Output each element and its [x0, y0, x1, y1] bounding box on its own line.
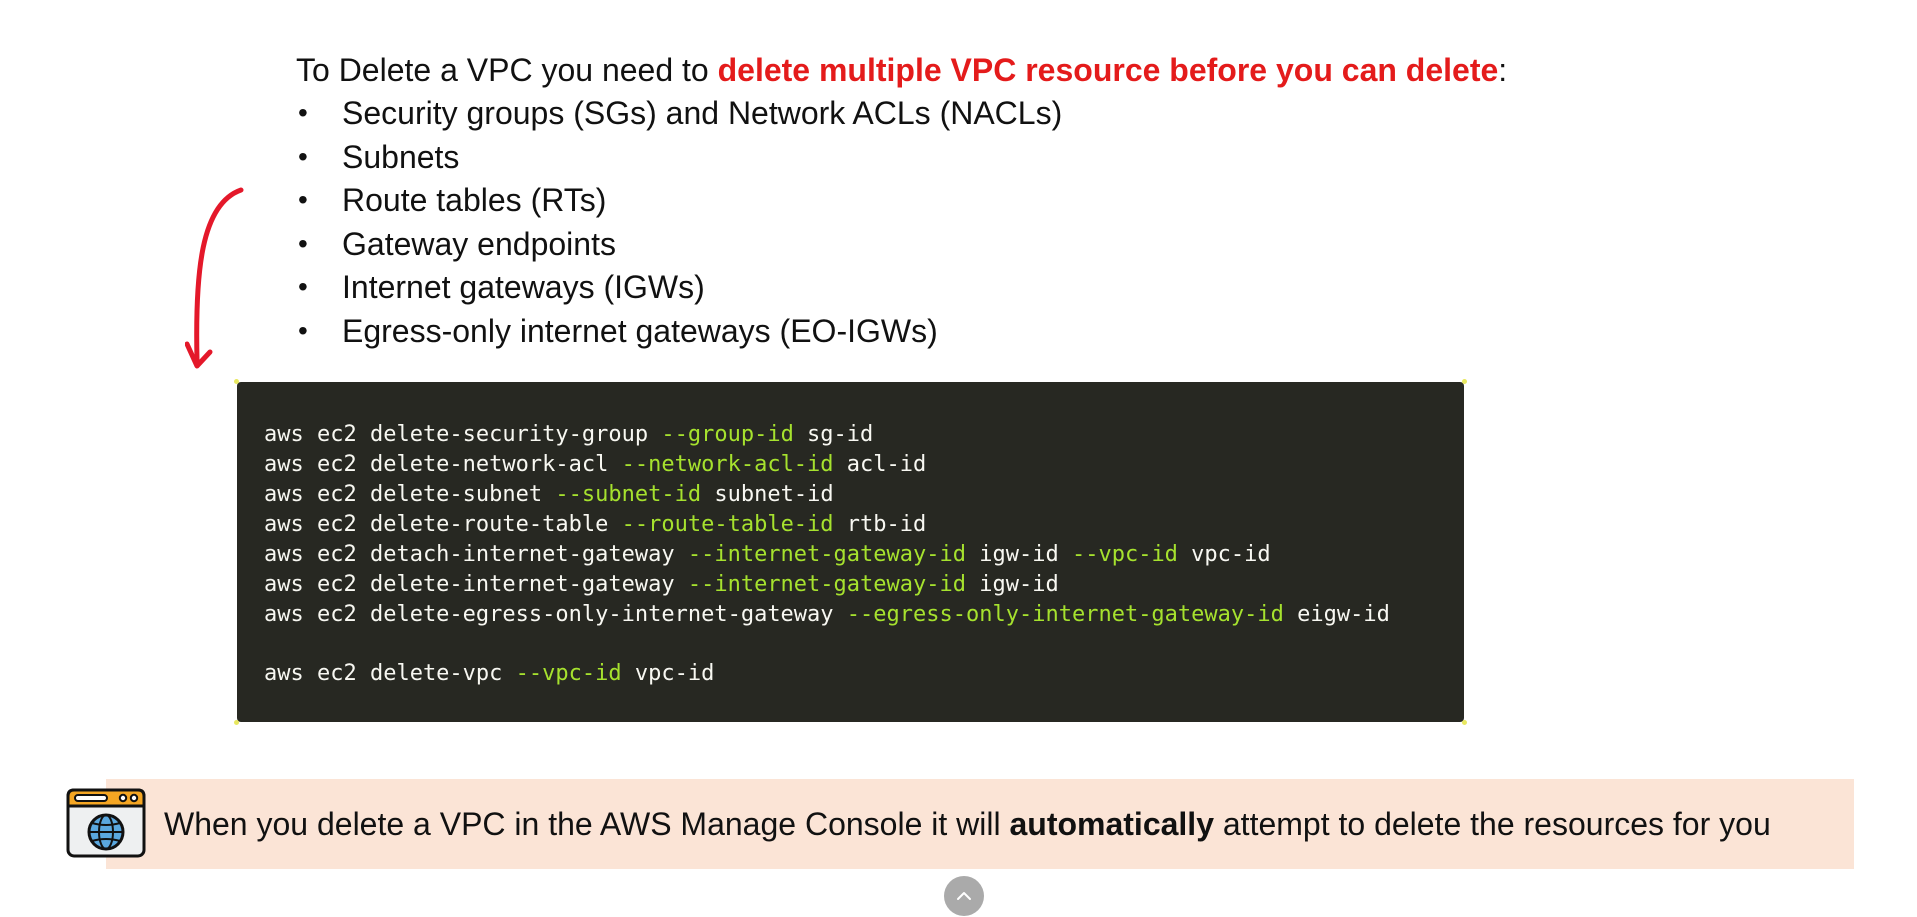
code-flag: --route-table-id — [621, 512, 834, 537]
code-flag: --internet-gateway-id — [687, 542, 966, 567]
code-block: aws ec2 delete-security-group --group-id… — [234, 379, 1467, 725]
intro-highlight: delete multiple VPC resource before you … — [717, 52, 1499, 88]
code-argument: subnet-id — [701, 482, 834, 507]
code-command: aws ec2 delete-security-group — [264, 422, 662, 447]
corner-handle — [234, 379, 239, 384]
code-line: aws ec2 delete-vpc --vpc-id vpc-id — [264, 659, 1464, 689]
bullet-icon: • — [298, 184, 308, 215]
code-command: aws ec2 delete-internet-gateway — [264, 572, 688, 597]
code-argument: rtb-id — [833, 512, 927, 537]
code-argument: eigw-id — [1283, 602, 1390, 627]
bullet-icon: • — [298, 140, 308, 172]
list-item-label: Internet gateways (IGWs) — [342, 269, 705, 305]
code-argument: acl-id — [833, 452, 927, 477]
callout-bold: automatically — [1009, 806, 1214, 842]
resource-list: • Security groups (SGs) and Network ACLs … — [296, 92, 1062, 353]
intro-suffix: : — [1498, 52, 1508, 88]
code-flag: --network-acl-id — [621, 452, 834, 477]
browser-globe-icon — [66, 788, 146, 858]
code-argument: vpc-id — [1177, 542, 1271, 567]
code-command: aws ec2 delete-egress-only-internet-gate… — [264, 602, 847, 627]
bullet-icon: • — [298, 314, 308, 346]
list-item: • Route tables (RTs) — [296, 179, 1062, 223]
code-argument: igw-id — [966, 542, 1072, 567]
intro-heading: To Delete a VPC you need to delete multi… — [296, 50, 1507, 90]
code-flag: --group-id — [661, 422, 794, 447]
code-line: aws ec2 delete-egress-only-internet-gate… — [264, 600, 1464, 630]
code-argument: sg-id — [793, 422, 874, 447]
list-item-label: Security groups (SGs) and Network ACLs (… — [342, 95, 1063, 131]
code-line: aws ec2 delete-internet-gateway --intern… — [264, 570, 1464, 600]
code-flag: --vpc-id — [515, 661, 622, 686]
bullet-icon: • — [298, 271, 308, 302]
code-line: aws ec2 delete-security-group --group-id… — [264, 420, 1464, 450]
list-item-label: Gateway endpoints — [342, 225, 616, 262]
callout-text: When you delete a VPC in the AWS Manage … — [164, 779, 1771, 869]
list-item: • Egress-only internet gateways (EO-IGWs) — [296, 310, 1062, 354]
callout-suffix: attempt to delete the resources for you — [1213, 806, 1771, 842]
code-command: aws ec2 delete-route-table — [264, 512, 622, 537]
corner-handle — [234, 720, 239, 725]
curved-arrow-icon — [185, 187, 244, 369]
code-command: aws ec2 delete-vpc — [264, 661, 516, 686]
code-flag: --internet-gateway-id — [687, 572, 966, 597]
list-item-label: Route tables (RTs) — [342, 182, 607, 218]
code-command: aws ec2 delete-subnet — [264, 482, 556, 507]
intro-prefix: To Delete a VPC you need to — [296, 52, 718, 88]
bullet-icon: • — [298, 97, 308, 128]
list-item-label: Subnets — [342, 138, 460, 175]
callout-prefix: When you delete a VPC in the AWS Manage … — [164, 806, 1010, 842]
code-flag: --egress-only-internet-gateway-id — [846, 602, 1284, 627]
scroll-to-top-button[interactable] — [944, 876, 984, 916]
code-line: aws ec2 delete-subnet --subnet-id subnet… — [264, 480, 1464, 510]
code-line: aws ec2 delete-route-table --route-table… — [264, 510, 1464, 540]
code-flag: --subnet-id — [555, 482, 702, 507]
code-command: aws ec2 detach-internet-gateway — [264, 542, 688, 567]
code-argument: vpc-id — [621, 661, 715, 686]
code-argument: igw-id — [966, 572, 1059, 597]
code-line: aws ec2 detach-internet-gateway --intern… — [264, 540, 1464, 570]
code-line: aws ec2 delete-network-acl --network-acl… — [264, 450, 1464, 480]
list-item: • Internet gateways (IGWs) — [296, 266, 1062, 310]
corner-handle — [1462, 379, 1467, 384]
code-command: aws ec2 delete-network-acl — [264, 452, 622, 477]
list-item: • Subnets — [296, 136, 1062, 180]
list-item: • Gateway endpoints — [296, 223, 1062, 267]
bullet-icon: • — [298, 227, 308, 259]
chevron-up-icon — [957, 892, 971, 900]
list-item-label: Egress-only internet gateways (EO-IGWs) — [342, 312, 938, 349]
callout-banner — [106, 779, 1854, 869]
list-item: • Security groups (SGs) and Network ACLs … — [296, 92, 1062, 136]
code-flag: --vpc-id — [1071, 542, 1178, 567]
corner-handle — [1462, 720, 1467, 725]
